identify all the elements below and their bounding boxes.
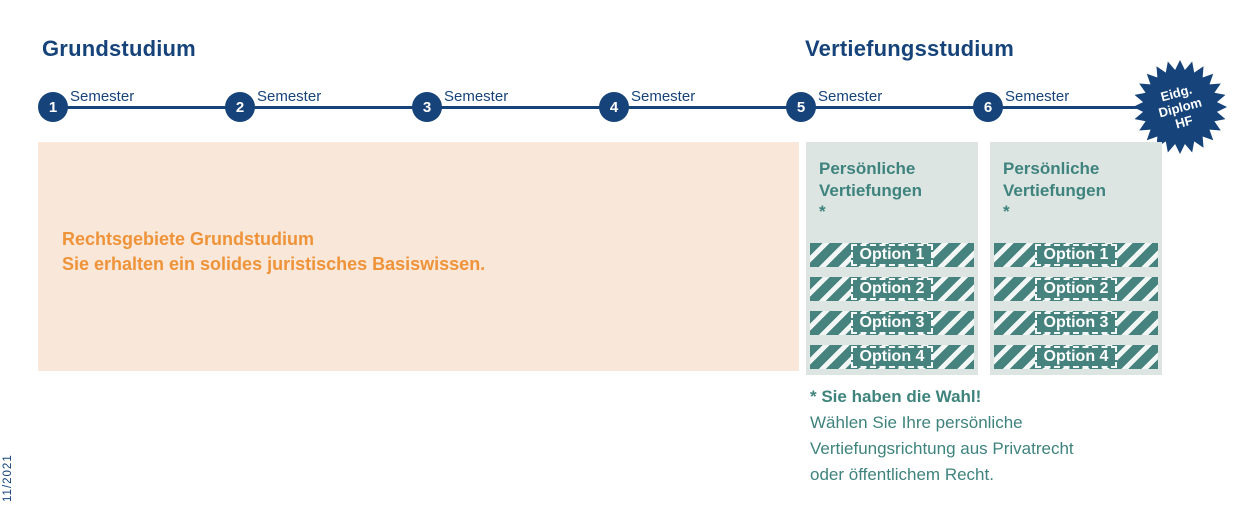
footnote-line: oder öffentlichem Recht. [810, 465, 994, 484]
semester-4-label: Semester [631, 88, 696, 105]
grundstudium-box-line1: Rechtsgebiete Grundstudium [62, 229, 315, 249]
grundstudium-box-text: Rechtsgebiete Grundstudium Sie erhalten … [62, 227, 485, 277]
diploma-badge: Eidg. Diplom HF [1131, 58, 1229, 156]
starburst-icon [1132, 59, 1228, 155]
footnote-line: Vertiefungsrichtung aus Privatrecht [810, 439, 1074, 458]
option-bar: Option 3 [994, 311, 1158, 335]
grundstudium-box: Rechtsgebiete Grundstudium Sie erhalten … [38, 142, 799, 371]
vertiefung-box-1-asterisk: * [819, 202, 826, 221]
semester-1-label: Semester [70, 88, 135, 105]
vertiefung-box-1-title: Persönliche Vertiefungen [819, 159, 922, 200]
vertiefung-box-1: Persönliche Vertiefungen * Option 1 Opti… [806, 142, 978, 375]
option-bar: Option 1 [810, 243, 974, 267]
option-label: Option 2 [1034, 278, 1118, 300]
semester-5-circle: 5 [786, 92, 816, 122]
option-bar: Option 4 [994, 345, 1158, 369]
vertiefung-box-2-options: Option 1 Option 2 Option 3 Option 4 [994, 243, 1158, 369]
option-bar: Option 4 [810, 345, 974, 369]
vertiefung-box-2-title: Persönliche Vertiefungen [1003, 159, 1106, 200]
option-label: Option 3 [850, 312, 934, 334]
option-bar: Option 1 [994, 243, 1158, 267]
option-label: Option 4 [1034, 346, 1118, 368]
footnote-headline: * Sie haben die Wahl! [810, 387, 982, 406]
option-label: Option 2 [850, 278, 934, 300]
option-label: Option 3 [1034, 312, 1118, 334]
grundstudium-title: Grundstudium [42, 36, 196, 61]
grundstudium-box-line2: Sie erhalten ein solides juristisches Ba… [62, 254, 486, 274]
semester-6-label: Semester [1005, 88, 1070, 105]
vertiefung-box-2: Persönliche Vertiefungen * Option 1 Opti… [990, 142, 1162, 375]
vertiefung-box-2-asterisk: * [1003, 202, 1010, 221]
footnote: * Sie haben die Wahl! Wählen Sie Ihre pe… [810, 384, 1074, 488]
option-label: Option 1 [1034, 244, 1118, 266]
vertiefungsstudium-title: Vertiefungsstudium [805, 36, 1014, 61]
badge-line-3: HF [1173, 112, 1195, 131]
semester-6-circle: 6 [973, 92, 1003, 122]
semester-3-circle: 3 [412, 92, 442, 122]
semester-2-circle: 2 [225, 92, 255, 122]
option-bar: Option 2 [810, 277, 974, 301]
option-label: Option 1 [850, 244, 934, 266]
semester-4-circle: 4 [599, 92, 629, 122]
semester-1-circle: 1 [38, 92, 68, 122]
option-label: Option 4 [850, 346, 934, 368]
option-bar: Option 2 [994, 277, 1158, 301]
semester-5-label: Semester [818, 88, 883, 105]
option-bar: Option 3 [810, 311, 974, 335]
semester-2-label: Semester [257, 88, 322, 105]
footnote-line: Wählen Sie Ihre persönliche [810, 413, 1023, 432]
version-label: 11/2021 [2, 454, 14, 502]
semester-3-label: Semester [444, 88, 509, 105]
vertiefung-box-1-options: Option 1 Option 2 Option 3 Option 4 [810, 243, 974, 369]
